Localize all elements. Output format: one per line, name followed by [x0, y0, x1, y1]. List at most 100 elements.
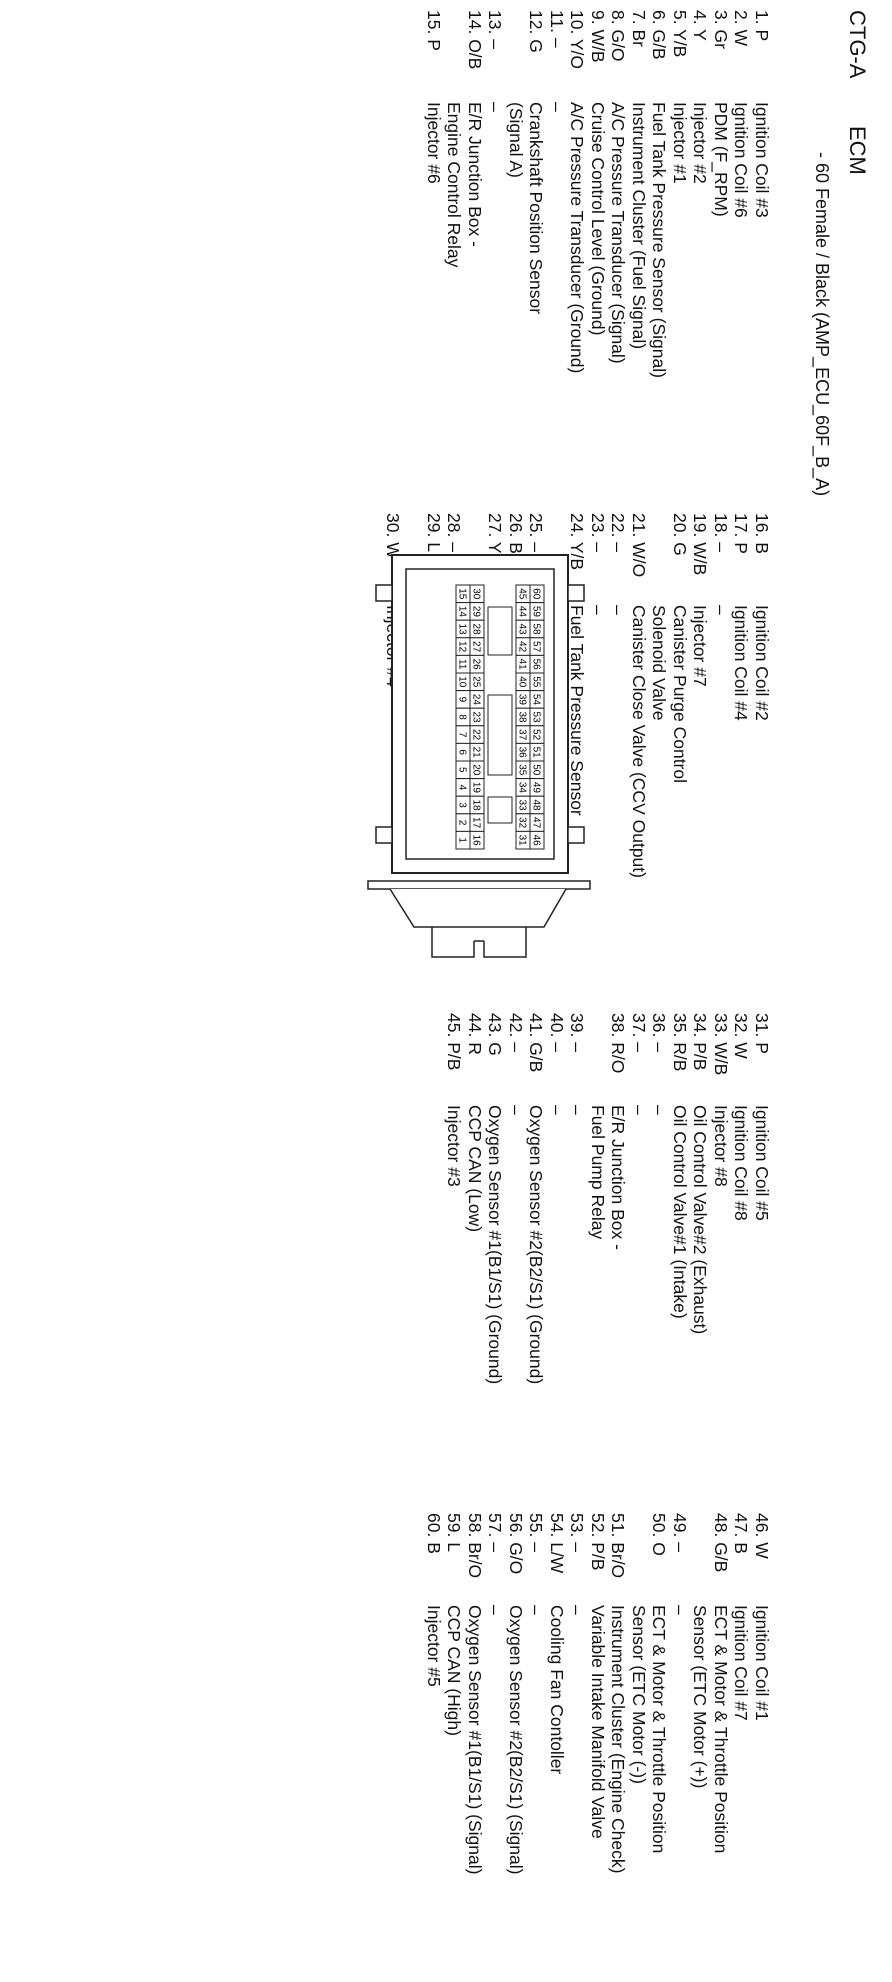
pin-description: Engine Control Relay [444, 102, 465, 268]
pin-description: ECT & Motor & Throttle Position [711, 1605, 731, 1854]
pin-number: 34 [517, 782, 528, 794]
pin-row: Sensor (ETC Motor (+)) [690, 1513, 711, 1874]
pin-description: – [547, 1105, 567, 1115]
pin-label: 49. – [670, 1513, 690, 1552]
pin-label: 48. G/B [711, 1513, 731, 1573]
pin-number: 28 [471, 623, 482, 635]
pin-label: 8. G/O [608, 10, 629, 62]
pin-number: 4 [457, 785, 468, 791]
pin-number: 27 [471, 641, 482, 653]
pin-row: 42. –– [506, 1013, 526, 1384]
pin-row: 49. –– [670, 1513, 690, 1874]
pin-number: 8 [457, 714, 468, 720]
pin-number: 59 [531, 606, 542, 618]
pin-description: – [567, 1105, 588, 1115]
pin-row: 48. G/B ECT & Motor & Throttle Position [711, 1513, 731, 1874]
pin-number: 45 [517, 588, 528, 600]
pin-number: 44 [517, 606, 528, 618]
pin-description: – [567, 1605, 588, 1615]
pin-label: 3. Gr [711, 10, 731, 49]
pin-number: 50 [531, 764, 542, 776]
pin-description: Oxygen Sensor #1(B1/S1) (Ground) [485, 1105, 506, 1385]
pin-label: 34. P/B [690, 1013, 711, 1071]
pin-number: 35 [517, 764, 528, 776]
pin-number: 6 [457, 749, 468, 755]
pin-row: 55. –– [526, 1513, 547, 1874]
pin-label: 13. – [485, 10, 506, 49]
pin-number: 42 [517, 641, 528, 653]
pin-number: 51 [531, 747, 542, 759]
pin-description: Cooling Fan Contoller [547, 1605, 567, 1775]
pin-description: A/C Pressure Transducer (Signal) [608, 102, 629, 364]
pin-description: ECT & Motor & Throttle Position [649, 1605, 670, 1854]
pin-number: 1 [457, 837, 468, 843]
pin-number: 37 [517, 729, 528, 741]
pin-row: Sensor (ETC Motor (-)) [629, 1513, 649, 1874]
pin-description: Sensor (ETC Motor (-)) [629, 1605, 649, 1784]
pin-description: Oil Control Valve#2 (Exhaust) [690, 1105, 711, 1335]
pin-number: 52 [531, 729, 542, 741]
pin-grid: 6059585756555453525150494847464544434241… [455, 584, 545, 850]
pin-description: (Signal A) [506, 102, 526, 178]
pin-description: Oxygen Sensor #1(B1/S1) (Signal) [465, 1605, 485, 1875]
pin-label: 57. – [485, 1513, 506, 1552]
pin-label: 41. G/B [526, 1013, 547, 1073]
pin-description: Canister Purge Control [670, 605, 690, 783]
pin-label: 9. W/B [588, 10, 608, 63]
pin-number: 17 [471, 817, 482, 829]
pin-label: 5. Y/B [670, 10, 690, 58]
pin-label: 31. P [752, 1013, 772, 1054]
pin-label [506, 10, 527, 102]
connector-inner-wall [405, 568, 555, 860]
pin-row: Solenoid Valve [649, 513, 670, 878]
pin-number: 32 [517, 817, 528, 829]
pin-number: 14 [457, 606, 468, 618]
pin-description: Solenoid Valve [649, 605, 670, 721]
pin-label: 11. – [547, 10, 567, 48]
pin-label: 20. G [670, 513, 690, 556]
pin-description: Ignition Coil #6 [731, 102, 752, 218]
connector-lever [389, 888, 567, 928]
pin-description: Canister Close Valve (CCV Output) [629, 605, 649, 878]
pin-number: 20 [471, 764, 482, 776]
pin-number: 23 [471, 711, 482, 723]
pin-description: – [485, 1605, 506, 1615]
pin-number: 11 [457, 659, 468, 670]
pin-row: 39. – – [567, 1013, 588, 1384]
pin-description: – [711, 605, 731, 615]
pin-number: 40 [517, 676, 528, 688]
pin-label: 51. Br/O [608, 1513, 629, 1579]
pin-description: Crankshaft Position Sensor [526, 102, 547, 315]
pin-number: 2 [457, 820, 468, 826]
pin-description: Oxygen Sensor #2(B2/S1) (Signal) [506, 1605, 526, 1875]
pin-number: 26 [471, 659, 482, 671]
pin-label: 58. Br/O [465, 1513, 485, 1579]
pin-description: – [526, 1605, 547, 1615]
pin-label: 32. W [731, 1013, 752, 1059]
pin-number: 53 [531, 711, 542, 723]
pin-label: 17. P [731, 513, 752, 554]
pin-label [588, 1013, 609, 1105]
pin-label: 21. W/O [629, 513, 649, 578]
pin-description: CCP CAN (High) [444, 1605, 465, 1736]
pin-row: 58. Br/O Oxygen Sensor #1(B1/S1) (Signal) [465, 1513, 485, 1875]
pin-label: 39. – [567, 1013, 588, 1052]
